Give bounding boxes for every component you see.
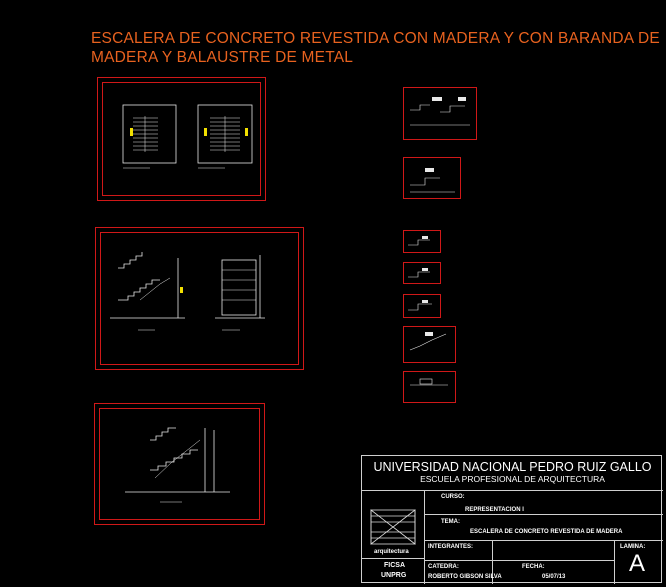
- section-view-frame[interactable]: [95, 227, 304, 370]
- detail-frame-1[interactable]: [403, 87, 477, 140]
- curso-value: REPRESENTACION I: [465, 507, 524, 513]
- detail-frame-4[interactable]: [403, 262, 441, 284]
- lamina-label: LAMINA:: [620, 544, 646, 550]
- university-abbr: UNPRG: [381, 572, 407, 579]
- curso-label: CURSO:: [441, 494, 465, 500]
- faculty-name: FICSA: [384, 562, 405, 569]
- detail-frame-3[interactable]: [403, 230, 441, 253]
- school-name: ESCUELA PROFESIONAL DE ARQUITECTURA: [420, 474, 605, 484]
- detail-frame-7[interactable]: [403, 371, 456, 403]
- tema-label: TEMA:: [441, 519, 460, 525]
- plan-view-frame[interactable]: [97, 77, 266, 201]
- detail-frame-2[interactable]: [403, 157, 461, 199]
- logo-caption: arquitectura: [374, 549, 409, 555]
- university-logo-icon: [370, 509, 416, 545]
- integrantes-label: INTEGRANTES:: [428, 544, 473, 550]
- catedra-label: CATEDRA:: [428, 564, 459, 570]
- detail-frame-5[interactable]: [403, 294, 441, 318]
- drawing-title-line1: ESCALERA DE CONCRETO REVESTIDA CON MADER…: [91, 30, 660, 47]
- lamina-value: A: [629, 550, 646, 577]
- title-block: UNIVERSIDAD NACIONAL PEDRO RUIZ GALLO ES…: [361, 455, 663, 584]
- fecha-value: 05/07/13: [542, 574, 566, 580]
- detail-view-frame[interactable]: [94, 403, 265, 525]
- fecha-label: FECHA:: [522, 564, 545, 570]
- tema-value: ESCALERA DE CONCRETO REVESTIDA DE MADERA: [470, 529, 623, 535]
- drawing-title-line2: MADERA Y BALAUSTRE DE METAL: [91, 49, 354, 66]
- catedra-value: ROBERTO GIBSON SILVA: [428, 574, 502, 580]
- detail-frame-6[interactable]: [403, 326, 456, 363]
- university-name: UNIVERSIDAD NACIONAL PEDRO RUIZ GALLO: [373, 460, 652, 474]
